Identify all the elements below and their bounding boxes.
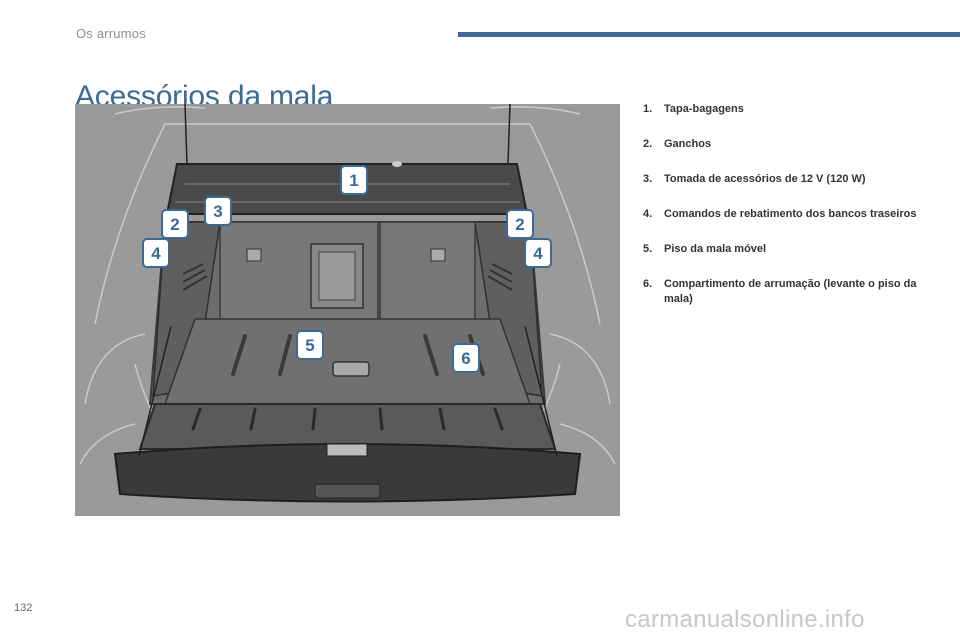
- legend-text: Comandos de rebatimento dos bancos trase…: [664, 208, 917, 220]
- svg-text:2: 2: [515, 215, 524, 234]
- legend-list: 1. Tapa-bagagens 2. Ganchos 3. Tomada de…: [643, 102, 943, 327]
- callout-2-right: 2: [506, 209, 534, 239]
- legend-item: 2. Ganchos: [643, 137, 943, 152]
- callout-6: 6: [452, 343, 480, 373]
- page-number: 132: [14, 602, 33, 614]
- legend-number: 3.: [643, 173, 653, 185]
- svg-text:6: 6: [461, 349, 470, 368]
- legend-text: Piso da mala móvel: [664, 243, 767, 255]
- trunk-illustration: 1 2 3 2 4 4 5 6: [75, 104, 620, 516]
- callout-2-left: 2: [161, 209, 189, 239]
- legend-text: Compartimento de arrumação (levante o pi…: [664, 278, 917, 305]
- callout-4-left: 4: [142, 238, 170, 268]
- svg-text:1: 1: [349, 171, 358, 190]
- section-label: Os arrumos: [76, 26, 146, 41]
- legend-number: 2.: [643, 138, 653, 150]
- legend-number: 4.: [643, 208, 653, 220]
- legend-text: Tomada de acessórios de 12 V (120 W): [664, 173, 866, 185]
- legend-number: 1.: [643, 103, 653, 115]
- legend-item: 6. Compartimento de arrumação (levante o…: [643, 277, 943, 307]
- svg-text:4: 4: [533, 244, 543, 263]
- callout-5: 5: [296, 330, 324, 360]
- car-body-outline: [79, 106, 616, 465]
- svg-text:3: 3: [213, 202, 222, 221]
- legend-text: Ganchos: [664, 138, 712, 150]
- watermark: carmanualsonline.info: [625, 606, 865, 633]
- legend-item: 4. Comandos de rebatimento dos bancos tr…: [643, 207, 943, 222]
- legend-number: 6.: [643, 278, 653, 290]
- header-accent-bar: [458, 32, 960, 37]
- legend-item: 3. Tomada de acessórios de 12 V (120 W): [643, 172, 943, 187]
- svg-text:2: 2: [170, 215, 179, 234]
- legend-item: 5. Piso da mala móvel: [643, 242, 943, 257]
- callout-1: 1: [340, 165, 368, 195]
- svg-text:4: 4: [151, 244, 161, 263]
- seat-back-right: [379, 221, 476, 323]
- legend-number: 5.: [643, 243, 653, 255]
- legend-item: 1. Tapa-bagagens: [643, 102, 943, 117]
- callout-4-right: 4: [524, 238, 552, 268]
- legend-text: Tapa-bagagens: [664, 103, 744, 115]
- svg-text:5: 5: [305, 336, 314, 355]
- callout-3: 3: [204, 196, 232, 226]
